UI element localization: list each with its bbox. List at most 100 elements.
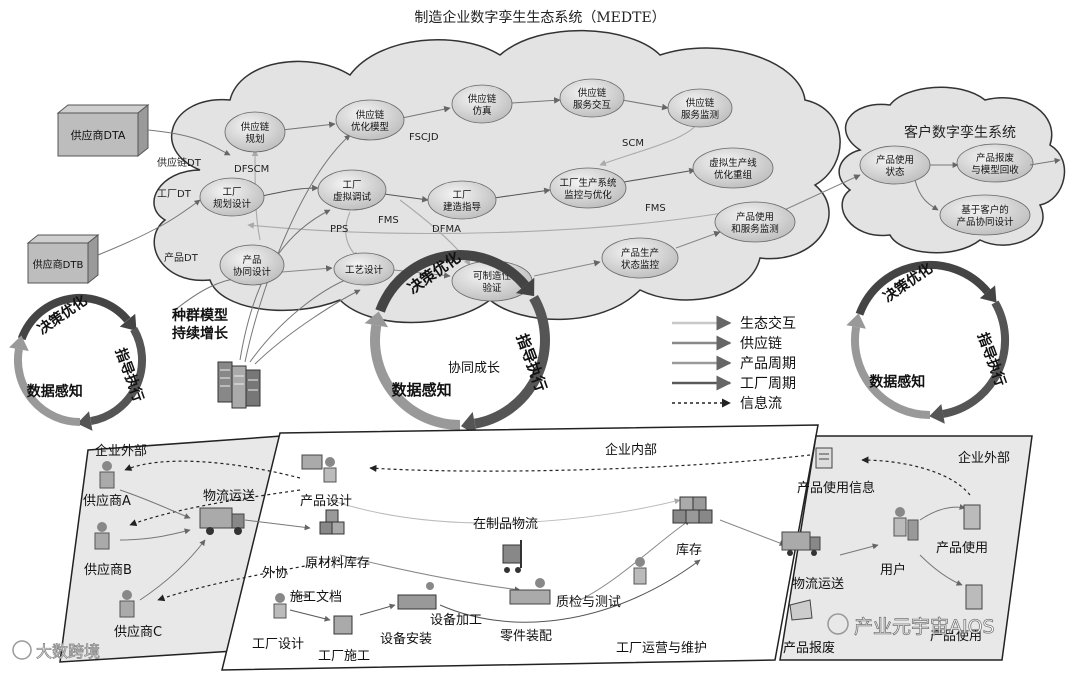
customer-node-use-state-text: 状态 [885, 166, 905, 178]
legend-item: 信息流 [672, 395, 782, 412]
supplier-c-person-icon [119, 590, 135, 618]
cycle-right-arc [850, 326, 931, 419]
label-product-use-info: 产品使用信息 [797, 480, 875, 496]
label-product-design: 产品设计 [300, 494, 352, 509]
cycle-right-label-sense: 数据感知 [869, 374, 925, 391]
node-mfg-verify-text: 验证 [482, 282, 502, 294]
label-ext-right: 企业外部 [958, 450, 1010, 466]
node-sc-plan-text: 供应链 [241, 121, 270, 133]
cycle-left-arrowhead [77, 411, 93, 431]
label-dfscm: DFSCM [234, 164, 269, 175]
cycle-center-label-sense: 数据感知 [392, 381, 452, 399]
legend-label: 产品周期 [740, 356, 796, 372]
link-dta-to-cloud [147, 129, 231, 156]
label-fms-1: FMS [378, 215, 399, 226]
customer-node-collab-text: 产品协同设计 [956, 216, 1014, 228]
cycle-right-arrowhead [929, 404, 945, 424]
node-fac-build-text: 建造指导 [443, 201, 481, 213]
node-prod-design-text: 产品 [242, 254, 261, 266]
label-product-use-2: 产品使用 [930, 628, 982, 644]
label-outsourcing: 外协 [262, 566, 288, 581]
node-prod-use-mon-text: 产品使用 [736, 211, 774, 223]
row-label-product-dt: 产品DT [164, 251, 199, 264]
node-virt-line-text: 优化重组 [714, 169, 753, 181]
node-fac-plan-text: 工厂 [222, 187, 241, 198]
label-inventory: 库存 [676, 542, 702, 558]
collab-growth-label: 协同成长 [448, 361, 500, 376]
node-fac-prod-text: 工厂生产系统 [559, 177, 617, 189]
node-sc-sim-text: 供应链 [468, 93, 497, 105]
watermark-left-icon [12, 640, 32, 660]
label-pps: PPS [330, 224, 348, 235]
label-dfma: DFMA [432, 224, 461, 235]
node-fac-debug-text: 虚拟调试 [333, 191, 372, 203]
legend-label: 工厂周期 [740, 376, 796, 392]
growth-label-line2: 持续增长 [172, 325, 229, 342]
label-supplier-b: 供应商B [84, 562, 132, 578]
label-factory-build: 工厂施工 [318, 649, 370, 664]
raw-material-boxes-icon [319, 509, 345, 535]
cycle-left-arc [90, 327, 147, 426]
cycle-right-arc [942, 300, 1009, 418]
bottom-icons [94, 447, 983, 635]
node-prod-design-text: 协同设计 [233, 266, 272, 278]
node-fac-plan-text: 规划设计 [213, 198, 252, 210]
user-icon [893, 507, 919, 541]
node-virt-line-text: 虚拟生产线 [709, 157, 757, 169]
right-truck-icon [781, 531, 821, 556]
cycle-left-arrowhead [9, 335, 29, 351]
node-prod-state-text: 状态监控 [621, 259, 660, 271]
cycle-center-arc [370, 324, 461, 430]
supplier-dtb-label: 供应商DTB [33, 258, 84, 271]
cycle-center-arrowhead [515, 277, 535, 297]
legend-label: 供应链 [740, 335, 782, 352]
diagram-title: 制造企业数字孪生生态系统（MEDTE） [414, 9, 665, 26]
label-quality: 质检与测试 [556, 595, 621, 610]
row-label-factory-dt: 工厂DT [157, 189, 192, 200]
label-logistics-left: 物流运送 [203, 489, 255, 504]
node-sc-opt-text: 供应链 [356, 109, 385, 121]
customer-arrows [914, 157, 1061, 211]
node-sc-sim-text: 仿真 [472, 105, 491, 117]
node-prod-use-mon-text: 和服务监测 [731, 223, 779, 235]
legend-label: 信息流 [740, 395, 782, 412]
node-process: 工艺设计 [333, 252, 395, 286]
label-equip-install: 设备安装 [380, 631, 432, 647]
watermark-right-icon [827, 613, 849, 635]
label-factory-ops: 工厂运营与维护 [616, 641, 707, 656]
cloud-small-labels: DFSCM FSCJD SCM PPS FMS DFMA FMS [234, 132, 666, 235]
bottom-labels: 企业外部 企业内部 企业外部 供应商A 供应商B 供应商C 物流运送 产品设计 … [83, 442, 1010, 664]
node-sc-svc-text: 供应链 [578, 87, 607, 99]
supplier-dtb-box: 供应商DTB [26, 233, 100, 285]
label-fms-2: FMS [645, 203, 666, 214]
cloud-arrows [247, 97, 861, 279]
document-icon [815, 447, 833, 469]
label-product-use-1: 产品使用 [936, 540, 988, 556]
product-use-machine-1-icon [963, 504, 981, 530]
assembly-worker-icon [509, 578, 551, 605]
node-fac-debug-text: 工厂 [342, 180, 361, 191]
label-fscjd: FSCJD [409, 132, 439, 143]
label-construction-doc: 施工文档 [290, 590, 342, 605]
legend-item: 产品周期 [672, 355, 796, 372]
label-raw-material: 原材料库存 [305, 555, 370, 571]
cycle-left-arc [13, 348, 81, 426]
cycle-center-arc [375, 250, 529, 313]
legend-item: 生态交互 [672, 315, 796, 332]
cycle-right-arrowhead [846, 313, 866, 329]
legend-item: 供应链 [672, 335, 782, 352]
label-logistics-right: 物流运送 [792, 577, 844, 592]
